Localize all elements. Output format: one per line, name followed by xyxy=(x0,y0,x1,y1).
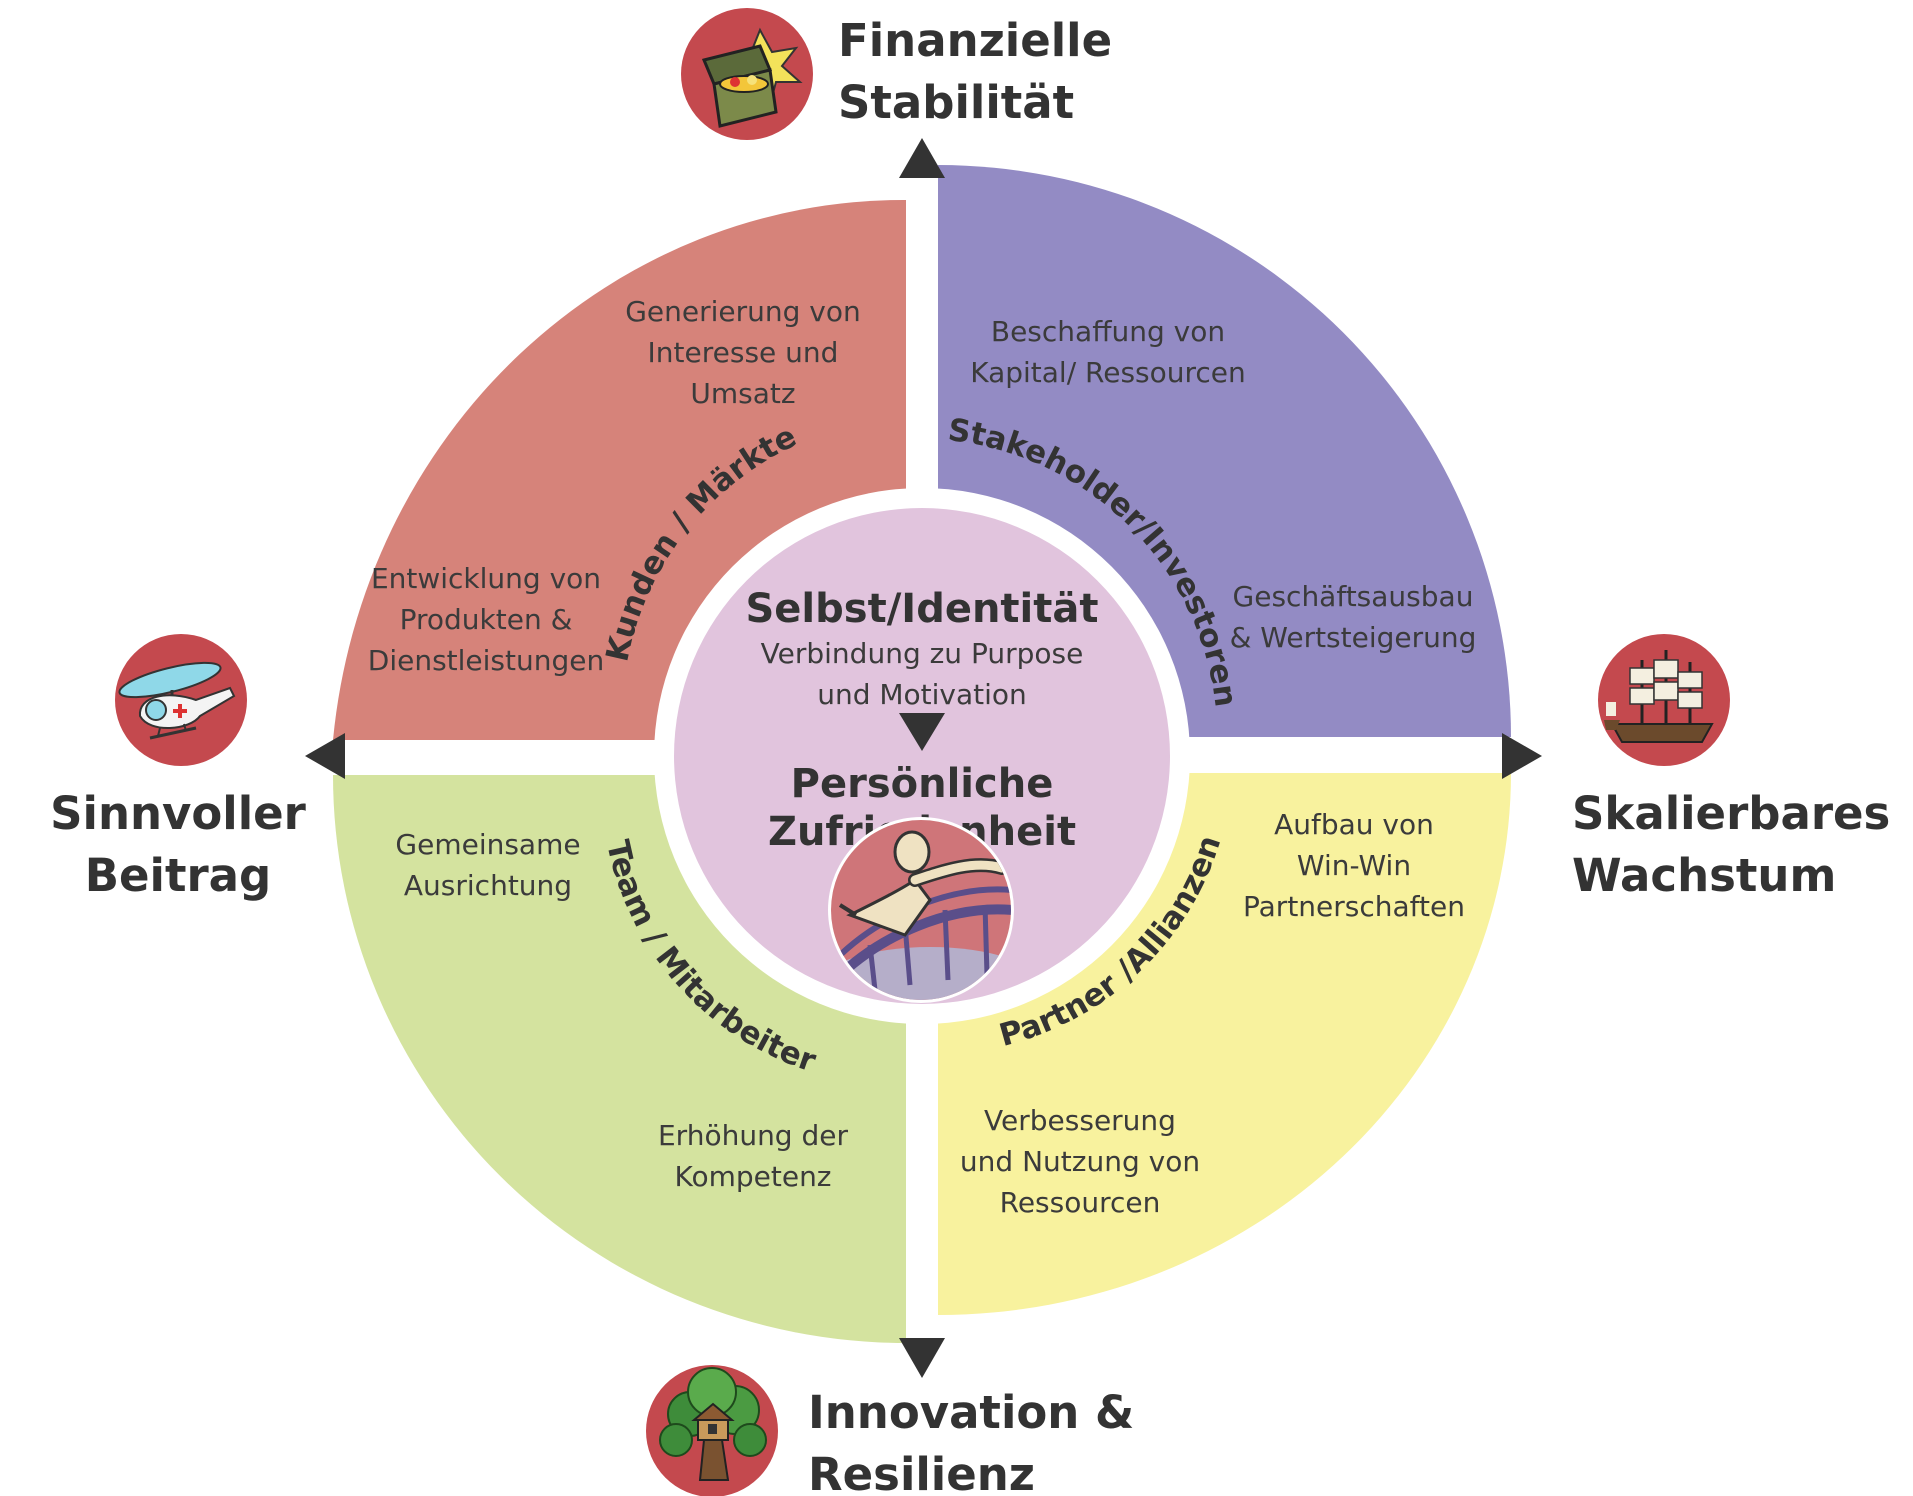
svg-text:Partnerschaften: Partnerschaften xyxy=(1243,890,1465,923)
svg-text:Sinnvoller: Sinnvoller xyxy=(50,787,307,840)
quadrant-top-left-text2: Entwicklung von Produkten & Dienstleistu… xyxy=(368,562,604,677)
svg-text:und Nutzung von: und Nutzung von xyxy=(960,1145,1200,1178)
svg-text:Kapital/ Ressourcen: Kapital/ Ressourcen xyxy=(970,356,1246,389)
svg-text:Beitrag: Beitrag xyxy=(85,849,272,902)
svg-text:Ausrichtung: Ausrichtung xyxy=(404,869,572,902)
direction-left-label: Sinnvoller Beitrag xyxy=(50,787,307,902)
center-result-line1: Persönliche xyxy=(791,761,1054,807)
treasure-chest-icon xyxy=(681,8,813,140)
svg-text:Geschäftsausbau: Geschäftsausbau xyxy=(1233,580,1474,613)
quadrant-top-right-text1: Beschaffung von Kapital/ Ressourcen xyxy=(970,315,1246,389)
svg-text:Interesse und: Interesse und xyxy=(648,336,839,369)
quadrant-top-right-text2: Geschäftsausbau & Wertsteigerung xyxy=(1230,580,1477,654)
arrow-down-small-icon xyxy=(899,713,945,751)
quadrant-bottom-right-text1: Aufbau von Win-Win Partnerschaften xyxy=(1243,808,1465,923)
quadrant-bottom-left-text2: Erhöhung der Kompetenz xyxy=(658,1119,849,1193)
sailing-ships-icon xyxy=(1598,634,1730,766)
svg-text:& Wertsteigerung: & Wertsteigerung xyxy=(1230,621,1477,654)
svg-text:Dienstleistungen: Dienstleistungen xyxy=(368,644,604,677)
svg-text:Skalierbares: Skalierbares xyxy=(1572,787,1890,840)
helicopter-icon xyxy=(115,634,247,766)
svg-text:Generierung von: Generierung von xyxy=(625,295,861,328)
direction-top-label: Finanzielle Stabilität xyxy=(838,14,1112,129)
svg-text:Wachstum: Wachstum xyxy=(1572,849,1836,902)
svg-text:Kompetenz: Kompetenz xyxy=(674,1160,831,1193)
svg-text:Ressourcen: Ressourcen xyxy=(1000,1186,1161,1219)
center-title: Selbst/Identität xyxy=(745,586,1098,632)
svg-text:Innovation &: Innovation & xyxy=(808,1386,1134,1439)
svg-text:Aufbau von: Aufbau von xyxy=(1274,808,1434,841)
svg-text:Entwicklung von: Entwicklung von xyxy=(371,562,601,595)
center-circle xyxy=(674,508,1170,1004)
direction-bottom-label: Innovation & Resilienz xyxy=(808,1386,1134,1496)
svg-text:Finanzielle: Finanzielle xyxy=(838,14,1112,67)
svg-text:Beschaffung von: Beschaffung von xyxy=(991,315,1225,348)
arrow-right-icon xyxy=(1502,733,1542,779)
svg-text:Gemeinsame: Gemeinsame xyxy=(395,828,580,861)
treehouse-icon xyxy=(646,1365,778,1496)
svg-text:Stabilität: Stabilität xyxy=(838,76,1074,129)
direction-right-label: Skalierbares Wachstum xyxy=(1572,787,1890,902)
quadrant-bottom-right-text2: Verbesserung und Nutzung von Ressourcen xyxy=(960,1104,1200,1219)
svg-text:Resilienz: Resilienz xyxy=(808,1448,1035,1496)
arrow-left-icon xyxy=(305,733,345,779)
svg-text:Verbesserung: Verbesserung xyxy=(984,1104,1176,1137)
svg-text:Win-Win: Win-Win xyxy=(1297,849,1411,882)
center-subtitle-line1: Verbindung zu Purpose xyxy=(761,637,1084,670)
quadrant-top-left-text1: Generierung von Interesse und Umsatz xyxy=(625,295,861,410)
arrow-down-icon xyxy=(899,1338,945,1378)
center-subtitle-line2: und Motivation xyxy=(817,678,1027,711)
happy-person-icon xyxy=(828,817,1014,1003)
svg-text:Erhöhung der: Erhöhung der xyxy=(658,1119,849,1152)
svg-text:Umsatz: Umsatz xyxy=(690,377,795,410)
svg-text:Produkten &: Produkten & xyxy=(400,603,573,636)
arrow-up-icon xyxy=(899,138,945,178)
quadrant-bottom-left-text1: Gemeinsame Ausrichtung xyxy=(395,828,580,902)
